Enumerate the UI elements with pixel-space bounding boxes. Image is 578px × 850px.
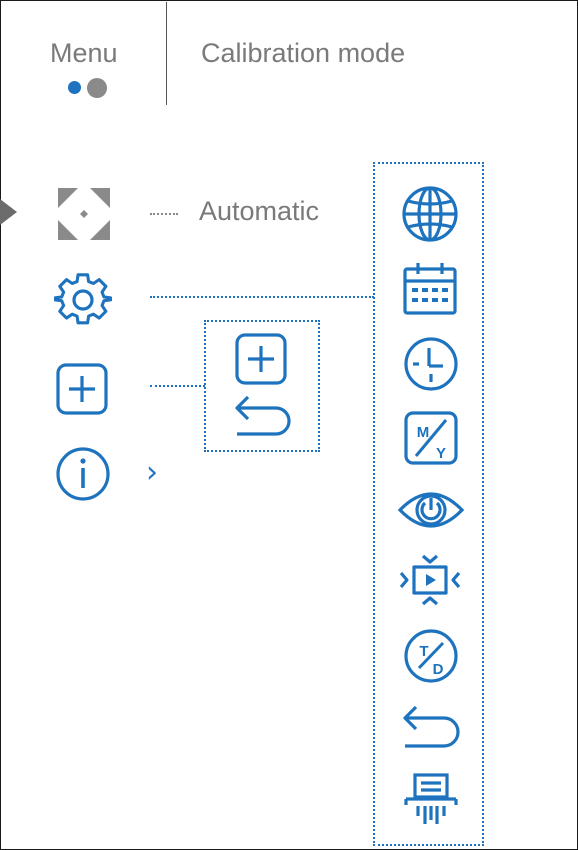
settings-submenu (373, 162, 484, 846)
add-submenu (204, 320, 320, 452)
info-icon[interactable] (55, 446, 111, 502)
crosshair-icon[interactable] (56, 186, 112, 242)
calendar-icon[interactable] (402, 261, 458, 317)
td-icon[interactable]: T D (403, 628, 459, 684)
units-bottom-letter: Y (436, 445, 446, 462)
connector-automatic (150, 213, 178, 215)
gear-icon[interactable] (54, 271, 112, 329)
page-title: Calibration mode (201, 38, 406, 68)
td-bottom-letter: D (433, 661, 444, 678)
automatic-label: Automatic (199, 196, 320, 226)
return-icon[interactable] (402, 704, 462, 752)
units-top-letter: M (417, 424, 430, 441)
return-icon[interactable] (234, 394, 294, 440)
clock-icon[interactable] (403, 336, 459, 392)
tab-divider (166, 2, 167, 105)
connector-settings (150, 296, 374, 298)
page-indicator-inactive (87, 78, 107, 98)
shredder-icon[interactable] (403, 772, 459, 828)
display-frame-icon[interactable] (398, 553, 462, 607)
selection-pointer (0, 199, 17, 225)
eye-power-icon[interactable] (397, 484, 465, 536)
td-top-letter: T (419, 643, 428, 660)
add-icon[interactable] (234, 332, 288, 386)
globe-icon[interactable] (401, 185, 459, 243)
menu-tab-label[interactable]: Menu (50, 38, 118, 68)
page-indicator-active (68, 81, 81, 94)
add-icon[interactable] (55, 362, 109, 416)
connector-add (150, 385, 205, 387)
units-icon[interactable]: M Y (403, 410, 459, 466)
chevron-right-icon[interactable]: › (146, 455, 158, 490)
